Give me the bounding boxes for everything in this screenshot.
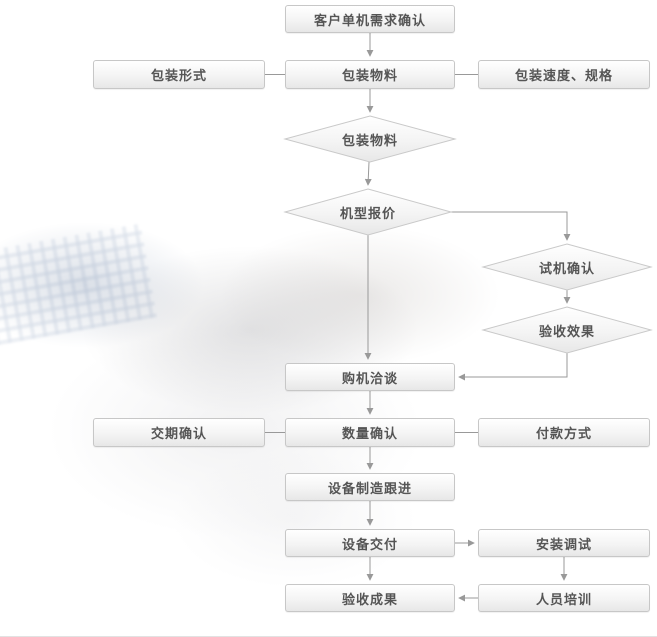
node-label: 付款方式 <box>535 426 592 441</box>
node-label: 包装速度、规格 <box>514 68 613 83</box>
node-label: 试机确认 <box>538 260 595 276</box>
node-acceptance-result: 验收成果 <box>285 584 455 612</box>
node-packaging-speed-spec: 包装速度、规格 <box>478 60 650 89</box>
node-manufacturing-followup: 设备制造跟进 <box>285 473 455 501</box>
node-model-quote-decision: 机型报价 <box>285 189 451 235</box>
node-label: 安装调试 <box>535 536 592 552</box>
node-purchase-negotiation: 购机洽谈 <box>285 363 455 391</box>
node-label: 包装物料 <box>341 132 398 148</box>
node-delivery-confirm: 交期确认 <box>93 418 265 447</box>
node-acceptance-effect-decision: 验收效果 <box>483 307 651 353</box>
node-label: 包装形式 <box>150 68 207 83</box>
node-packaging-material: 包装物料 <box>285 60 455 89</box>
node-label: 数量确认 <box>341 426 398 441</box>
node-label: 验收成果 <box>341 591 398 607</box>
node-label: 人员培训 <box>535 591 592 607</box>
node-payment-method: 付款方式 <box>478 418 650 447</box>
node-personnel-training: 人员培训 <box>478 584 650 612</box>
node-label: 设备制造跟进 <box>327 480 412 496</box>
node-installation-debug: 安装调试 <box>478 529 650 557</box>
node-label: 购机洽谈 <box>341 370 398 386</box>
node-label: 客户单机需求确认 <box>313 12 426 28</box>
node-equipment-delivery: 设备交付 <box>285 529 455 557</box>
node-quantity-confirm: 数量确认 <box>285 418 455 447</box>
node-label: 包装物料 <box>341 68 398 83</box>
node-label: 设备交付 <box>341 536 398 552</box>
node-label: 验收效果 <box>538 323 595 339</box>
node-packaging-material-decision: 包装物料 <box>285 116 455 162</box>
node-label: 机型报价 <box>339 205 396 221</box>
node-label: 交期确认 <box>150 426 207 441</box>
node-customer-confirm: 客户单机需求确认 <box>285 5 455 33</box>
node-packaging-form: 包装形式 <box>93 60 265 89</box>
node-trial-confirm-decision: 试机确认 <box>483 244 651 290</box>
